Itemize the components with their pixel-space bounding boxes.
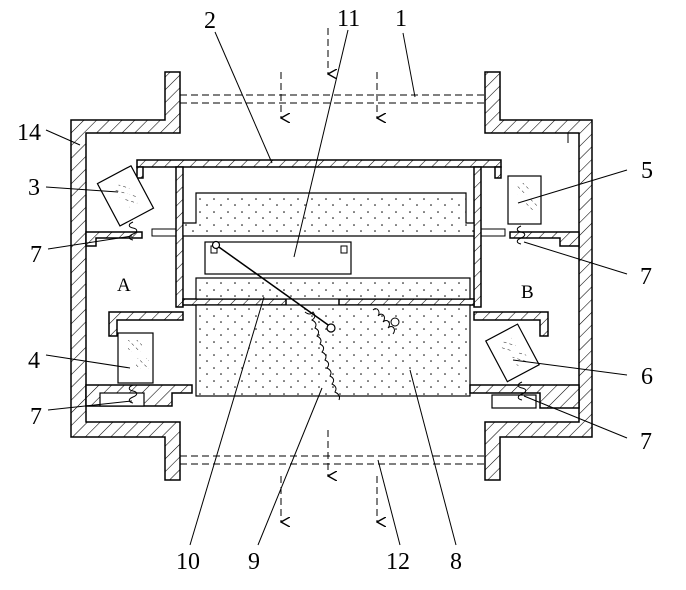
inlet-duct bbox=[180, 94, 485, 104]
label-3: 3 bbox=[28, 175, 40, 201]
label-7-top-left: 7 bbox=[30, 242, 42, 268]
leader-lines bbox=[45, 29, 628, 546]
label-11: 11 bbox=[337, 6, 360, 32]
inner-chamber bbox=[108, 159, 549, 337]
sensor-box bbox=[204, 241, 352, 275]
label-14: 14 bbox=[17, 120, 41, 146]
label-1: 1 bbox=[395, 6, 407, 32]
label-4: 4 bbox=[28, 348, 40, 374]
label-6: 6 bbox=[641, 364, 653, 390]
partition-plate bbox=[182, 298, 475, 306]
spring-seat-bottom-left bbox=[85, 384, 193, 407]
label-2: 2 bbox=[204, 8, 216, 34]
coil-spring-9 bbox=[304, 311, 340, 401]
label-7-top-right: 7 bbox=[640, 264, 652, 290]
spring-seat-top-right bbox=[509, 225, 580, 247]
sensor-module-3 bbox=[96, 164, 155, 227]
label-10: 10 bbox=[176, 549, 200, 575]
lower-filter bbox=[195, 277, 471, 397]
flow-arrows bbox=[281, 28, 377, 522]
sensor-module-5 bbox=[507, 175, 542, 225]
label-7-bottom-left: 7 bbox=[30, 404, 42, 430]
sensor-module-4 bbox=[117, 332, 154, 384]
label-12: 12 bbox=[386, 549, 410, 575]
spring-seat-top-left bbox=[85, 221, 143, 247]
coil-spring-small bbox=[372, 308, 400, 335]
zone-label-a: A bbox=[117, 275, 131, 296]
upper-filter bbox=[182, 192, 475, 237]
label-5: 5 bbox=[641, 158, 653, 184]
outlet-duct bbox=[180, 455, 485, 465]
label-8: 8 bbox=[450, 549, 462, 575]
zone-label-b: B bbox=[521, 282, 534, 303]
outer-housing bbox=[70, 71, 593, 481]
label-7-bottom-right: 7 bbox=[640, 429, 652, 455]
reference-labels: 1 2 11 14 3 7 4 7 5 7 6 7 10 9 12 8 A B bbox=[17, 6, 653, 575]
spring-seat-bottom-right bbox=[469, 381, 580, 409]
sensor-module-6 bbox=[484, 323, 540, 383]
label-9: 9 bbox=[248, 549, 260, 575]
